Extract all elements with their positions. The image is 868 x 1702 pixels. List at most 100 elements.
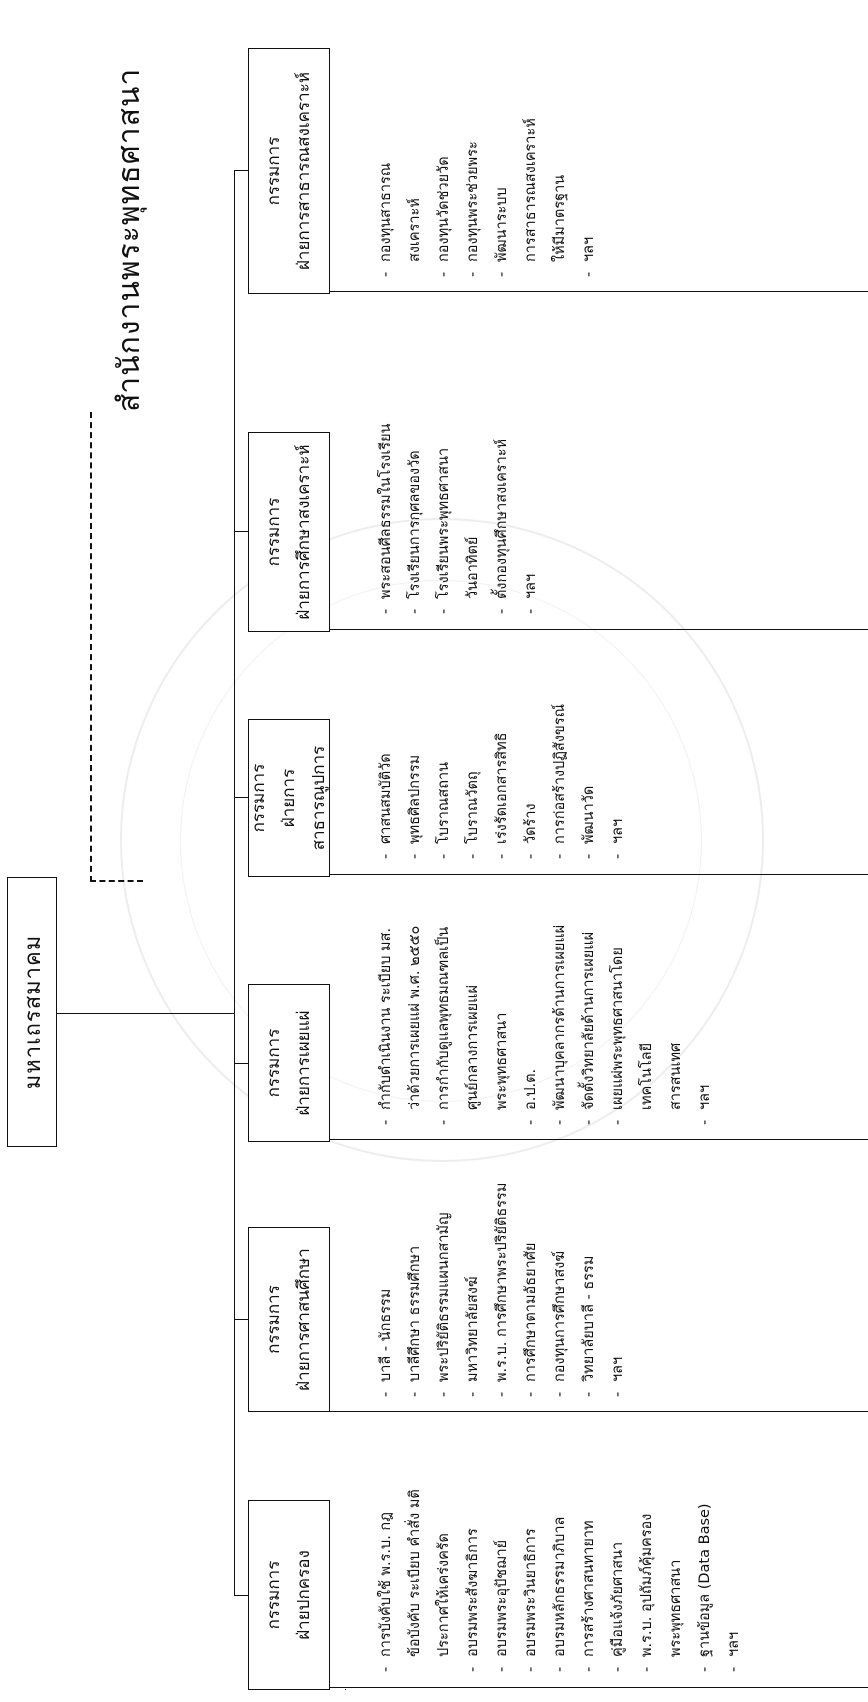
list-item-text: พระพุทธศาสนา <box>494 1012 510 1110</box>
bullet-dash: - <box>581 1119 597 1125</box>
list-item-text: การก่อสร้างปฏิสังขรณ์ <box>552 703 568 844</box>
list-item: การสาธารณสงเคราะห์ <box>517 118 546 277</box>
bullet-dash: - <box>407 853 423 859</box>
bullet-dash: - <box>436 271 452 277</box>
bullet-dash: - <box>378 608 394 614</box>
drop-line-6 <box>234 170 248 171</box>
list-item-text: อบรมหลักธรรมาภิบาล <box>552 1516 568 1657</box>
bullet-dash: - <box>465 853 481 859</box>
department-4-item-list: -ศาสนสมบัติวัด-พุทธศิลปกรรม-โบราณสถาน-โบ… <box>372 704 633 859</box>
bullet-dash: - <box>436 608 452 614</box>
department-box-public-facilities: กรรมการ ฝ่ายการสาธารณูปการ <box>248 719 330 877</box>
list-item: ข้อบังคับ ระเบียบ คำสั่ง มติ <box>401 1489 430 1672</box>
list-item-text: ฯลฯ <box>523 573 539 599</box>
bullet-dash: - <box>465 1391 481 1397</box>
department-1-item-list: -การบังคับใช้ พ.ร.บ. กฎข้อบังคับ ระเบียบ… <box>372 1489 749 1672</box>
bullet-dash: - <box>494 853 510 859</box>
list-item-text: พระปริยัติธรรมแผนกสามัญ <box>436 1212 452 1382</box>
list-item-text: มหาวิทยาลัยสงฆ์ <box>465 1276 481 1382</box>
list-item: ศูนย์กลางการเผยแผ่ <box>459 925 488 1125</box>
bullet-dash: - <box>494 1666 510 1672</box>
list-item: - การสร้างศาสนทายาท <box>575 1489 604 1672</box>
list-item: - พัฒนาบุคลากรด้านการเผยแผ่ <box>546 925 575 1125</box>
list-item: -ฯลฯ <box>604 1183 633 1397</box>
list-item-text: อบรมพระวินยาธิการ <box>523 1528 539 1657</box>
department-box-public-welfare: กรรมการ ฝ่ายการสาธารณสงเคราะห์ <box>248 48 330 294</box>
department-6-spine <box>330 291 868 292</box>
bullet-dash: - <box>610 1391 626 1397</box>
list-item: -ฯลฯ <box>517 424 546 614</box>
list-item: สงเคราะห์ <box>401 118 430 277</box>
list-item-text: วิทยาลัยบาลี - ธรรม <box>581 1255 597 1382</box>
list-item: ให้มีมาตรฐาน <box>546 118 575 277</box>
department-4-spine <box>330 874 868 875</box>
list-item-text: บาลี - นักธรรม <box>378 1288 394 1382</box>
list-item: -โบราณสถาน <box>430 704 459 859</box>
bullet-dash: - <box>378 853 394 859</box>
root-trunk-line <box>57 1013 234 1014</box>
list-item-text: กองทุนพระช่วยพระ <box>465 141 481 262</box>
list-item: -คู่มือแจ้งภัยศาสนา <box>604 1489 633 1672</box>
list-item: เทคโนโลยี <box>633 925 662 1125</box>
bullet-dash: - <box>610 853 626 859</box>
bullet-dash: - <box>407 1391 423 1397</box>
list-item-text: เผยแผ่พระพุทธศาสนาโดย <box>610 947 626 1110</box>
department-box-administration: กรรมการ ฝ่ายปกครอง <box>248 1500 330 1690</box>
department-bus-line <box>234 171 235 1596</box>
list-item-text: กำกับดำเนินงาน ระเบียบ มส. <box>378 927 394 1110</box>
bullet-dash: - <box>523 853 539 859</box>
bullet-dash: - <box>697 1119 713 1125</box>
bullet-dash: - <box>378 271 394 277</box>
list-item: วันอาทิตย์ <box>459 424 488 614</box>
bullet-dash: - <box>552 1119 568 1125</box>
list-item: - กองทุนวัดช่วยวัด <box>430 118 459 277</box>
department-title-line1: กรรมการ <box>264 1028 284 1098</box>
list-item-text: เทคโนโลยี <box>639 1042 655 1110</box>
list-item: -โรงเรียนการกุศลของวัด <box>401 424 430 614</box>
list-item-text: ศูนย์กลางการเผยแผ่ <box>465 985 481 1110</box>
department-title-line2: ฝ่ายการสาธารณูปการ <box>279 745 329 851</box>
department-box-religious-education: กรรมการ ฝ่ายการศาสนศึกษา <box>248 1227 330 1412</box>
list-item: -บาลี - นักธรรม <box>372 1183 401 1397</box>
list-item: -กองทุนพระช่วยพระ <box>459 118 488 277</box>
list-item: ว่าด้วยการเผยแผ่ พ.ศ. ๒๕๕๐ <box>401 925 430 1125</box>
list-item: -พุทธศิลปกรรม <box>401 704 430 859</box>
list-item-text: พัฒนาบุคลากรด้านการเผยแผ่ <box>552 924 568 1110</box>
department-title-line2: ฝ่ายปกครอง <box>294 1550 314 1640</box>
list-item: ประกาศให้เคร่งครัด <box>430 1489 459 1672</box>
list-item: -อบรมพระวินยาธิการ <box>517 1489 546 1672</box>
list-item: -การกำกับดูแลพุทธมณฑลเป็น <box>430 925 459 1125</box>
bullet-dash: - <box>523 1119 539 1125</box>
list-item-text: ฯลฯ <box>726 1631 742 1657</box>
bullet-dash: - <box>552 853 568 859</box>
list-item: - อบรมหลักธรรมาภิบาล <box>546 1489 575 1672</box>
department-title-line1: กรรมการ <box>249 763 269 833</box>
list-item: สารสนเทศ <box>662 925 691 1125</box>
list-item: -ฯลฯ <box>604 704 633 859</box>
list-item-text: ฐานข้อมูล (Data Base) <box>697 1503 713 1657</box>
list-item-text: วัดร้าง <box>523 803 539 844</box>
list-item-text: กองทุนวัดช่วยวัด <box>436 156 452 262</box>
list-item-text: พระสอนศีลธรรมในโรงเรียน <box>378 423 394 599</box>
list-item-text: ให้มีมาตรฐาน <box>552 174 568 262</box>
office-dashed-connector <box>90 880 143 882</box>
department-title-line1: กรรมการ <box>264 1560 284 1630</box>
bullet-dash: - <box>581 1666 597 1672</box>
list-item-text: อ.ป.ต. <box>523 1068 539 1110</box>
department-3-spine <box>330 1139 868 1140</box>
department-title-line1: กรรมการ <box>264 136 284 206</box>
department-title-line2: ฝ่ายการสาธารณสงเคราะห์ <box>294 71 314 271</box>
list-item-text: การสร้างศาสนทายาท <box>581 1520 597 1657</box>
bullet-dash: - <box>494 608 510 614</box>
list-item: -เร่งรัดเอกสารสิทธิ <box>488 704 517 859</box>
bullet-dash: - <box>581 1391 597 1397</box>
bullet-dash: - <box>552 1666 568 1672</box>
list-item-text: วันอาทิตย์ <box>465 536 481 599</box>
list-item-text: ศาสนสมบัติวัด <box>378 753 394 844</box>
list-item: -โรงเรียนพระพุทธศาสนา <box>430 424 459 614</box>
root-node-label: มหาเถรสมาคม <box>20 934 46 1090</box>
list-item-text: ฯลฯ <box>697 1084 713 1110</box>
department-2-item-list: -บาลี - นักธรรม-บาลีศึกษา ธรรมศึกษา-พระป… <box>372 1183 633 1397</box>
list-item: - วิทยาลัยบาลี - ธรรม <box>575 1183 604 1397</box>
